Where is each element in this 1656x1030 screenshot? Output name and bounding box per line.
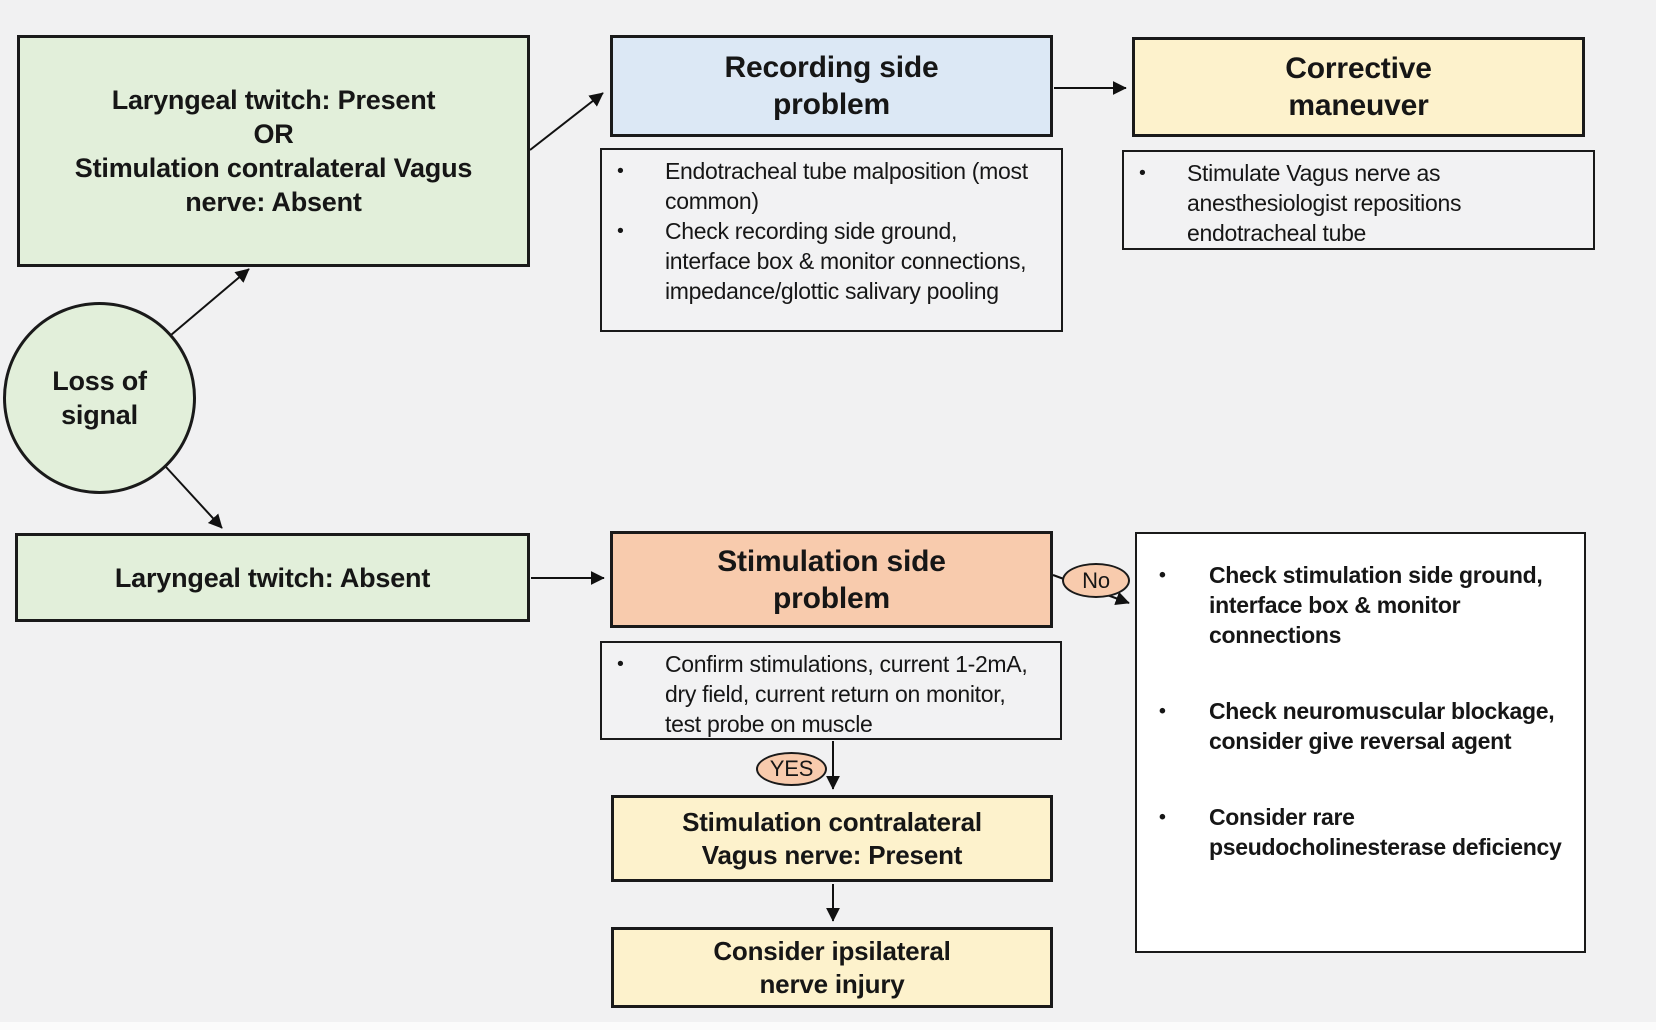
corrective-maneuver-actions-list: Stimulate Vagus nerve as anesthesiologis… <box>1124 152 1593 254</box>
bullet-item: Check recording side ground, interface b… <box>602 216 1045 306</box>
bullet-item: Stimulate Vagus nerve as anesthesiologis… <box>1124 158 1577 248</box>
panel-corrective-maneuver-actions: Stimulate Vagus nerve as anesthesiologis… <box>1122 150 1595 250</box>
panel-recording-side-checks: Endotracheal tube malposition (most comm… <box>600 148 1063 332</box>
bullet-item: Endotracheal tube malposition (most comm… <box>602 156 1045 216</box>
node-stimulation-side-problem: Stimulation side problem <box>610 531 1053 628</box>
node-loss-of-signal: Loss of signal <box>3 302 196 494</box>
stimulation-side-checks-list: Confirm stimulations, current 1-2mA, dry… <box>602 643 1060 745</box>
node-recording-side-problem: Recording side problem <box>610 35 1053 137</box>
slide-bottom-edge <box>0 1022 1656 1030</box>
no-branch-actions-list: Check stimulation side ground, interface… <box>1137 534 1584 914</box>
connector-label-yes: YES <box>756 752 827 786</box>
bullet-item: Check neuromuscular blockage, consider g… <box>1137 696 1570 756</box>
bullet-item: Consider rare pseudocholinesterase defic… <box>1137 802 1570 862</box>
node-laryngeal-twitch-absent: Laryngeal twitch: Absent <box>15 533 530 622</box>
panel-stimulation-side-checks: Confirm stimulations, current 1-2mA, dry… <box>600 641 1062 740</box>
node-consider-ipsilateral-nerve-injury: Consider ipsilateral nerve injury <box>611 927 1053 1008</box>
bullet-item: Check stimulation side ground, interface… <box>1137 560 1570 650</box>
node-corrective-maneuver: Corrective maneuver <box>1132 37 1585 137</box>
panel-no-branch-actions: Check stimulation side ground, interface… <box>1135 532 1586 953</box>
recording-side-checks-list: Endotracheal tube malposition (most comm… <box>602 150 1061 312</box>
node-contralateral-vagus-present: Stimulation contralateral Vagus nerve: P… <box>611 795 1053 882</box>
arrow-loss-to-twitch-present <box>170 268 250 336</box>
arrow-loss-to-twitch-absent <box>165 466 223 529</box>
arrow-green1-to-recording <box>529 92 604 151</box>
node-laryngeal-twitch-present-or-contralateral-vagus-absent: Laryngeal twitch: Present OR Stimulation… <box>17 35 530 267</box>
connector-label-no: No <box>1062 563 1130 598</box>
bullet-item: Confirm stimulations, current 1-2mA, dry… <box>602 649 1044 739</box>
